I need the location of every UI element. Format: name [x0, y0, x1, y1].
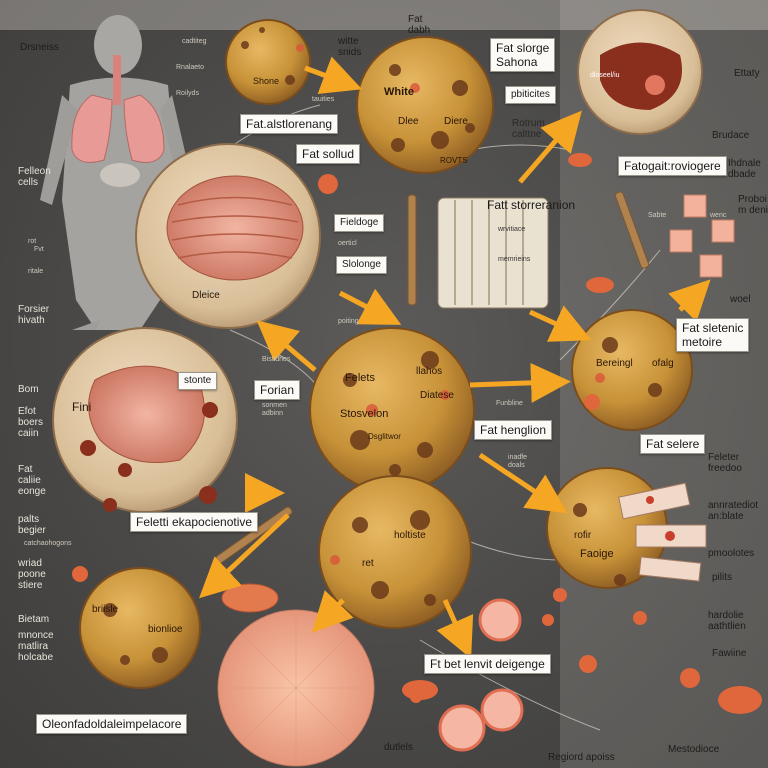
box-fat-alst: Fat.alstlorenang — [240, 114, 339, 134]
cell-text-shone: Shone — [253, 76, 280, 86]
label-inadfe: inadfe doals — [508, 454, 528, 469]
label-efot: Efot boers caiin — [18, 406, 44, 439]
label-brudace: Brudace — [712, 130, 750, 141]
label-felleon: Felleon cells — [18, 166, 51, 188]
cell-text-felets: Felets — [345, 372, 375, 384]
box-fat-selere: Fat selere — [640, 434, 706, 454]
label-foreer: Forsier hivath — [18, 304, 50, 326]
label-rot: rot — [28, 238, 37, 245]
label-oerticl: oerticl — [338, 240, 357, 247]
cell-text-diatese: Diatese — [420, 390, 454, 401]
label-drsneiss: Drsneiss — [20, 42, 59, 53]
label-ihdnale: Ihdnale dbade — [728, 158, 761, 180]
cell-text-stosvelon: Stosvelon — [340, 408, 389, 420]
label-sonmen: sonmen adbinn — [262, 402, 287, 417]
label-fvt: Fvt — [34, 246, 44, 253]
label-pmoolotes: pmoolotes — [708, 548, 755, 559]
box-fat-stenemoni: Fat sletenic metoire — [676, 318, 750, 352]
label-palts: palts begier — [18, 514, 46, 536]
arrow-icon — [199, 56, 711, 659]
label-mnonce: mnonce matlira holcabe — [18, 630, 54, 663]
cell-text-dsgftor: Dsglitwor — [368, 432, 401, 441]
box-fat-henglion: Fat henglion — [474, 420, 553, 440]
fat-cube-icon — [669, 194, 735, 278]
label-hardolie: hardolie aathtlien — [708, 610, 746, 632]
box-pbiticites: pbiticites — [505, 86, 556, 104]
cell-text-ret: ret — [362, 558, 374, 569]
label-dutlels: dutlels — [384, 742, 413, 753]
cell-text-bereingl: Bereingl — [596, 358, 633, 369]
label-fat-stored: Fat dabh — [408, 14, 431, 36]
cell-text-rofir: rofir — [574, 530, 592, 541]
box-fat-lenvit: Ft bet lenvit deigenge — [424, 654, 551, 674]
cell-text-fini: Fini — [72, 400, 92, 414]
label-sabte: Sabte — [648, 212, 667, 219]
box-fieldoge: Fieldoge — [334, 214, 385, 232]
label-probio: Proboi m denice — [738, 194, 768, 216]
cell-text-holtiste: holtiste — [394, 530, 426, 541]
label-bistidhes: Bistidhes — [262, 356, 291, 363]
box-fetetti: Feletti ekapocienotive — [130, 512, 259, 532]
label-poiting: poiting — [338, 318, 359, 325]
label-cadtiteg: cadtiteg — [182, 38, 207, 45]
box-fatogait: Fatogait:roviogere — [618, 156, 727, 176]
label-pilits: pilits — [712, 572, 733, 583]
label-wriad: wriad poone stiere — [18, 558, 46, 591]
label-wnl: wrvitiace — [498, 226, 526, 233]
cell-text-briisle: briisle — [92, 604, 119, 615]
label-roilyds: Roilyds — [176, 90, 199, 97]
box-forian: Forian — [254, 380, 301, 400]
cell-text-diere: Diere — [444, 116, 468, 127]
label-feleter: Feleter freedoo — [708, 452, 742, 474]
label-annratediot: annratediot an:blate — [708, 500, 759, 522]
box-oleoni: Oleonfadoldaleimpelacore — [36, 714, 188, 734]
label-fawiine: Fawiine — [712, 648, 747, 659]
label-dieseel: dloseel/iu — [590, 72, 620, 79]
label-white: witte snids — [338, 36, 362, 58]
cell-text-dieice: Dleice — [192, 290, 220, 301]
cell-text-faoige: Faoige — [580, 548, 614, 560]
label-rotrum: Rotrum calttne — [512, 118, 545, 140]
cell-text-white: White — [384, 86, 414, 98]
label-regiord: Regiord apoiss — [548, 752, 615, 763]
box-stonte: stonte — [178, 372, 218, 390]
cell-text-rovts: ROVTS — [440, 156, 468, 165]
cell-text-ofalg: ofalg — [652, 358, 674, 369]
box-fat-sollud: Fat sollud — [296, 144, 361, 164]
box-fat-storage: Fat slorge Sahona — [490, 38, 556, 72]
cell-text-dlee: Dlee — [398, 116, 419, 127]
label-wenc: wenc — [710, 212, 727, 219]
cell-text-bionlioe: bionlioe — [148, 624, 183, 635]
label-rnalaeto: Rnalaeto — [176, 64, 205, 71]
box-fat-storeration: Fatt storreranion — [487, 198, 576, 212]
label-mestodioce: Mestodioce — [668, 744, 720, 755]
label-caeiuis: caeiuis — [200, 288, 222, 295]
label-bom: Bom — [18, 384, 39, 395]
label-ritale: ritale — [28, 268, 44, 275]
label-bietam: Bietam — [18, 614, 50, 625]
stick-icon — [215, 191, 650, 564]
cell-text-llahos: llahos — [416, 366, 443, 377]
tissue-section-icon — [52, 9, 703, 513]
label-memireins: memrieins — [498, 256, 531, 263]
label-ettaty: Ettaty — [734, 68, 760, 79]
label-tauities: tauities — [312, 96, 335, 103]
label-fat-caliie: Fat caliie eonge — [18, 464, 46, 497]
label-funbline: Funbline — [496, 400, 523, 407]
lungs-icon — [71, 55, 165, 187]
fat-cell-icon — [79, 19, 693, 689]
label-woel: woel — [730, 294, 751, 305]
box-slolonge: Slolonge — [336, 256, 387, 274]
label-catchaohoons: catchaohogons — [24, 540, 72, 547]
